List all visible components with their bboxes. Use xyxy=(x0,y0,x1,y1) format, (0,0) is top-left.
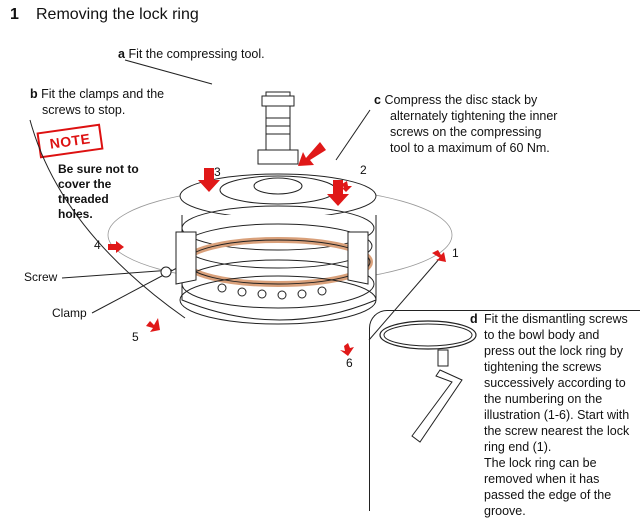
caption-d-line: press out the lock ring by xyxy=(484,344,623,358)
caption-d: d Fit the dismantling screws to the bowl… xyxy=(470,311,629,519)
arrow-2 xyxy=(340,181,352,192)
clamp-right xyxy=(347,231,369,285)
caption-c: c Compress the disc stack by alternately… xyxy=(374,92,557,156)
arrow-5 xyxy=(146,318,160,332)
step-title: Removing the lock ring xyxy=(36,6,199,23)
caption-d-line: The lock ring can be xyxy=(484,456,597,470)
spindle-top xyxy=(261,95,295,107)
caption-c-letter: c xyxy=(374,93,381,107)
caption-a-letter: a xyxy=(118,47,125,61)
detail-screw xyxy=(437,349,449,367)
caption-c-line3: screws on the compressing xyxy=(390,125,542,139)
leader-c xyxy=(335,109,371,161)
label-6: 6 xyxy=(346,356,353,370)
caption-b-line1: Fit the clamps and the xyxy=(41,87,165,101)
leader-screw xyxy=(61,269,173,279)
arrow-down-left xyxy=(198,168,220,192)
arrow-1 xyxy=(432,250,446,262)
leader-clamp xyxy=(91,259,193,314)
detail-frame xyxy=(369,310,640,511)
arrow-diagonal xyxy=(298,142,326,166)
caption-c-line4: tool to a maximum of 60 Nm. xyxy=(390,141,550,155)
leader-d xyxy=(368,257,441,341)
label-3: 3 xyxy=(214,165,221,179)
caption-a-text: Fit the compressing tool. xyxy=(128,47,265,61)
label-5: 5 xyxy=(132,330,139,344)
arrow-4 xyxy=(108,241,124,253)
note-line2: cover the threaded xyxy=(58,177,112,206)
caption-d-line: the numbering on the xyxy=(484,392,603,406)
caption-d-line: successively according to xyxy=(484,376,626,390)
caption-d-body: Fit the dismantling screws to the bowl b… xyxy=(470,311,629,519)
arrow-6 xyxy=(340,343,354,356)
caption-c-line1: Compress the disc stack by xyxy=(384,93,538,107)
label-1: 1 xyxy=(452,246,459,260)
screw-left xyxy=(160,266,172,278)
note-text: Be sure not to cover the threaded holes. xyxy=(58,162,158,222)
caption-d-letter: d xyxy=(470,312,478,326)
note-line1: Be sure not to xyxy=(58,162,139,176)
caption-c-line2: alternately tightening the inner xyxy=(390,109,558,123)
label-2: 2 xyxy=(360,163,367,177)
caption-b: b Fit the clamps and the screws to stop. xyxy=(30,86,164,118)
caption-b-line2: screws to stop. xyxy=(42,103,126,117)
caption-d-line: tightening the screws xyxy=(484,360,602,374)
hex-key xyxy=(411,369,463,443)
caption-d-line: removed when it has xyxy=(484,472,600,486)
label-4: 4 xyxy=(94,238,101,252)
caption-a: a Fit the compressing tool. xyxy=(118,46,265,62)
leader-b xyxy=(29,119,186,319)
caption-d-line: ring end (1). xyxy=(484,440,552,454)
caption-d-line: the screw nearest the lock xyxy=(484,424,630,438)
caption-d-line: to the bowl body and xyxy=(484,328,600,342)
label-clamp: Clamp xyxy=(52,306,87,320)
detail-lock-ring xyxy=(379,320,477,350)
caption-b-letter: b xyxy=(30,87,38,101)
caption-d-line: passed the edge of the xyxy=(484,488,612,502)
step-number: 1 xyxy=(10,6,19,23)
arrow-down-right xyxy=(327,180,349,206)
caption-d-line: Fit the dismantling screws xyxy=(484,312,628,326)
label-screw: Screw xyxy=(24,270,58,284)
caption-d-line: illustration (1-6). Start with xyxy=(484,408,630,422)
arrows-group xyxy=(108,142,446,356)
clamp-left xyxy=(175,231,197,285)
leader-a xyxy=(124,59,213,85)
